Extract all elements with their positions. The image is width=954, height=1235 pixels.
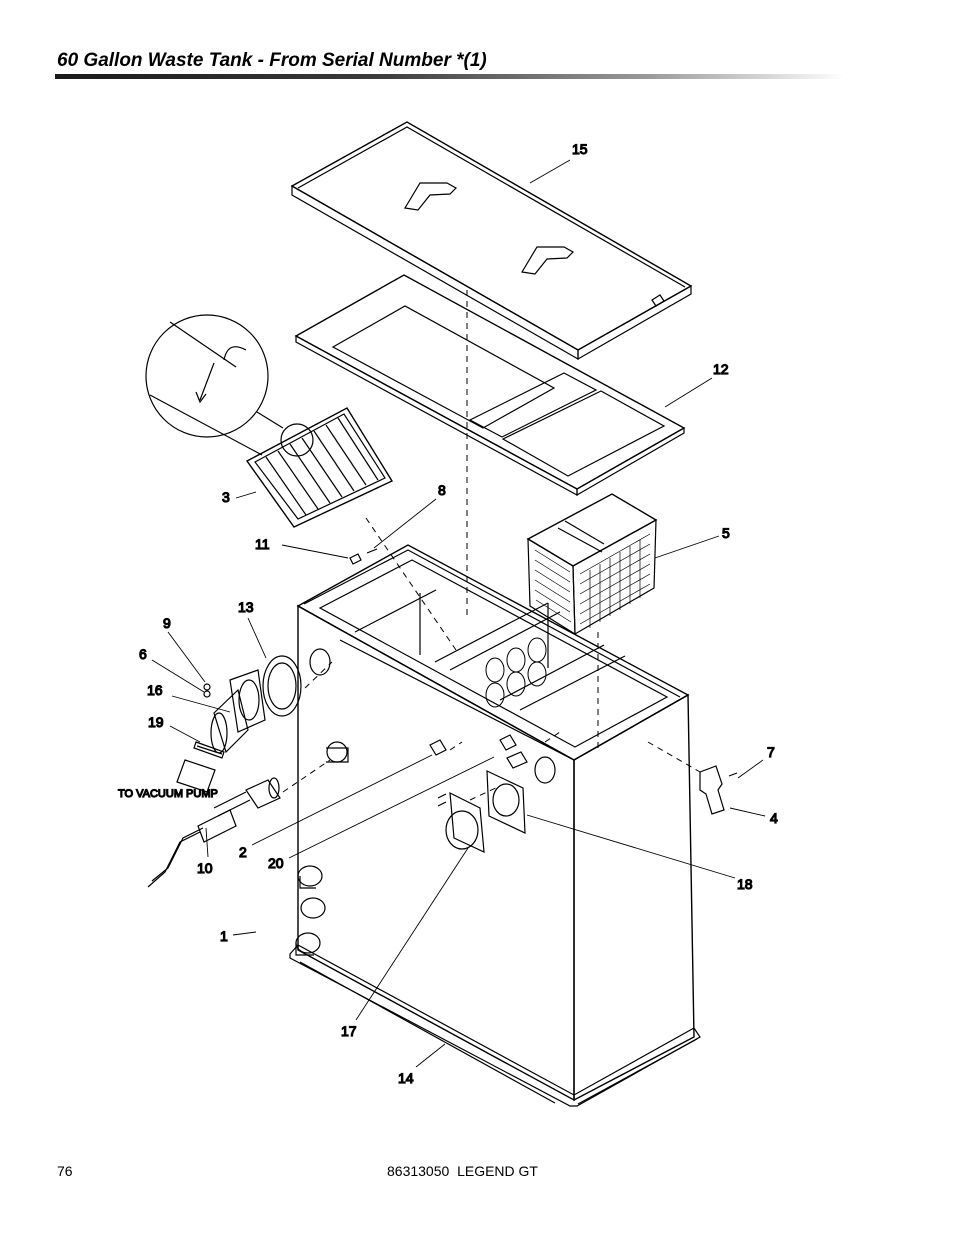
detail-circle [145, 314, 314, 457]
callout-4: 4 [770, 810, 778, 826]
part-bracket [699, 765, 738, 815]
callout-17: 17 [341, 1023, 357, 1039]
callout-15: 15 [572, 141, 588, 157]
part-gasket-frame [294, 274, 686, 497]
callout-18: 18 [737, 876, 753, 892]
part-flange-elbow [176, 655, 302, 793]
callout-5: 5 [722, 525, 730, 541]
part-mounting-plates [445, 770, 526, 853]
part-basket [526, 493, 658, 636]
callout-2: 2 [239, 844, 247, 860]
leader-lines [151, 159, 766, 1068]
callout-10: 10 [197, 860, 213, 876]
hidden-lines [282, 290, 701, 801]
callout-19: 19 [148, 714, 164, 730]
page-number: 76 [57, 1163, 73, 1179]
callout-6: 6 [139, 646, 147, 662]
callout-11: 11 [255, 536, 270, 552]
part-lid [290, 121, 693, 361]
callout-12: 12 [713, 361, 729, 377]
callout-1: 1 [220, 928, 228, 944]
header-rule [55, 74, 845, 79]
callout-8: 8 [438, 482, 446, 498]
part-filter-screen [245, 407, 394, 528]
callout-13: 13 [238, 599, 254, 615]
callout-16: 16 [147, 682, 163, 698]
page-title: 60 Gallon Waste Tank - From Serial Numbe… [57, 50, 487, 71]
part-tank-body [289, 544, 701, 1107]
callout-9: 9 [163, 615, 171, 631]
callout-7: 7 [767, 744, 775, 760]
vacuum-pump-note: TO VACUUM PUMP [118, 788, 218, 800]
document-id: 86313050 LEGEND GT [387, 1163, 538, 1179]
callout-3: 3 [222, 489, 230, 505]
callout-20: 20 [268, 855, 284, 871]
callout-14: 14 [398, 1070, 414, 1086]
part-vacuum-connector [147, 548, 528, 888]
